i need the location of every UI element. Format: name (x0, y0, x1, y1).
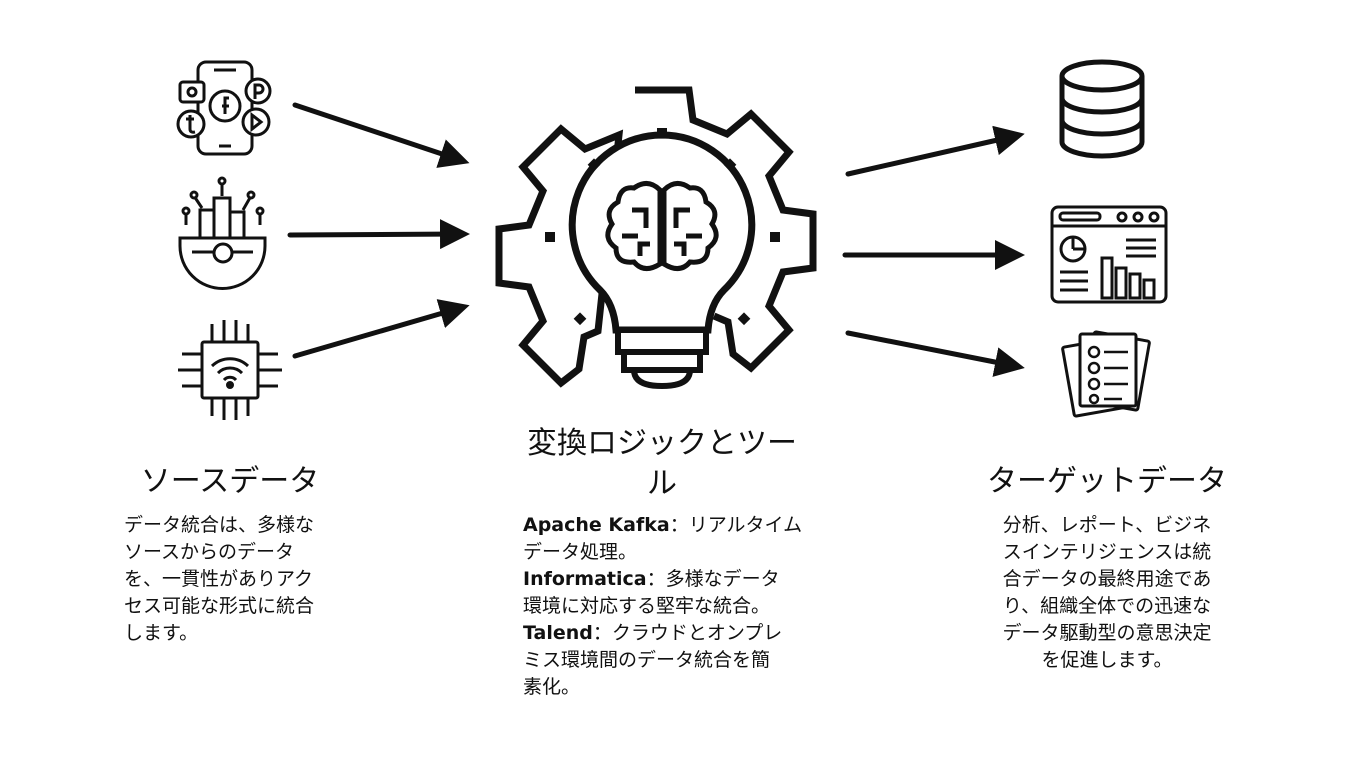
tool-desc-line: 環境に対応する堅牢な統合。 (523, 595, 771, 617)
database-icon (1059, 59, 1145, 159)
target-title: ターゲットデータ (987, 464, 1227, 499)
source-title: ソースデータ (140, 464, 320, 499)
tool-desc: 多様なデータ (665, 568, 780, 590)
tool-name: Talend (523, 622, 593, 644)
arrow-source-2 (287, 219, 470, 250)
tool-name: Informatica (523, 568, 647, 590)
analytics-dashboard-icon (1050, 205, 1168, 304)
target-desc-line: スインテリジェンスは統 (1002, 541, 1212, 563)
wifi-chip-icon (178, 320, 282, 420)
tool-sep: ： (646, 568, 666, 590)
tool-sep: ： (592, 622, 612, 644)
tool-name: Apache Kafka (523, 514, 670, 536)
smart-city-gear-icon (178, 176, 267, 290)
center-title: 変換ロジックとツー ル (512, 424, 812, 504)
target-desc-line: を促進します。 (1041, 649, 1173, 671)
checklist-report-icon (1061, 330, 1151, 418)
tool-desc-line: データ処理。 (523, 541, 638, 563)
social-media-phone-icon (176, 60, 272, 156)
tool-sep: ： (669, 514, 689, 536)
tool-desc-line: ミス環境間のデータ統合を簡 (523, 649, 771, 671)
tools-description: Apache Kafka：リアルタイム データ処理。 Informatica：多… (523, 512, 823, 701)
center-title-line: ル (647, 466, 677, 501)
tool-kafka: Apache Kafka：リアルタイム (523, 512, 823, 539)
source-description: データ統合は、多様な ソースからのデータ を、一貫性がありアク セス可能な形式に… (124, 512, 354, 647)
target-desc-line: り、組織全体での迅速な (1002, 595, 1212, 617)
tool-desc: リアルタイム (688, 514, 803, 536)
arrow-target-1 (845, 125, 1025, 177)
target-desc-line: 分析、レポート、ビジネ (1002, 514, 1212, 536)
tool-informatica: Informatica：多様なデータ (523, 566, 823, 593)
target-desc-line: 合データの最終用途であ (1002, 568, 1212, 590)
arrow-target-3 (845, 330, 1025, 377)
target-desc-line: データ駆動型の意思決定 (1002, 622, 1212, 644)
source-desc-line: セス可能な形式に統合 (124, 595, 315, 617)
tool-talend: Talend：クラウドとオンプレ (523, 620, 823, 647)
target-description: 分析、レポート、ビジネ スインテリジェンスは統 合データの最終用途であ り、組織… (982, 512, 1232, 674)
center-title-line: 変換ロジックとツー (527, 426, 797, 461)
brain-gear-bulb-icon (495, 86, 817, 390)
tool-desc-line: 素化。 (523, 676, 581, 698)
source-desc-line: します。 (124, 622, 199, 644)
source-desc-line: ソースからのデータ (124, 541, 295, 563)
arrow-source-3 (292, 299, 470, 359)
source-desc-line: データ統合は、多様な (124, 514, 315, 536)
tool-desc: クラウドとオンプレ (611, 622, 783, 644)
arrow-source-1 (292, 102, 470, 168)
source-desc-line: を、一貫性がありアク (124, 568, 314, 590)
